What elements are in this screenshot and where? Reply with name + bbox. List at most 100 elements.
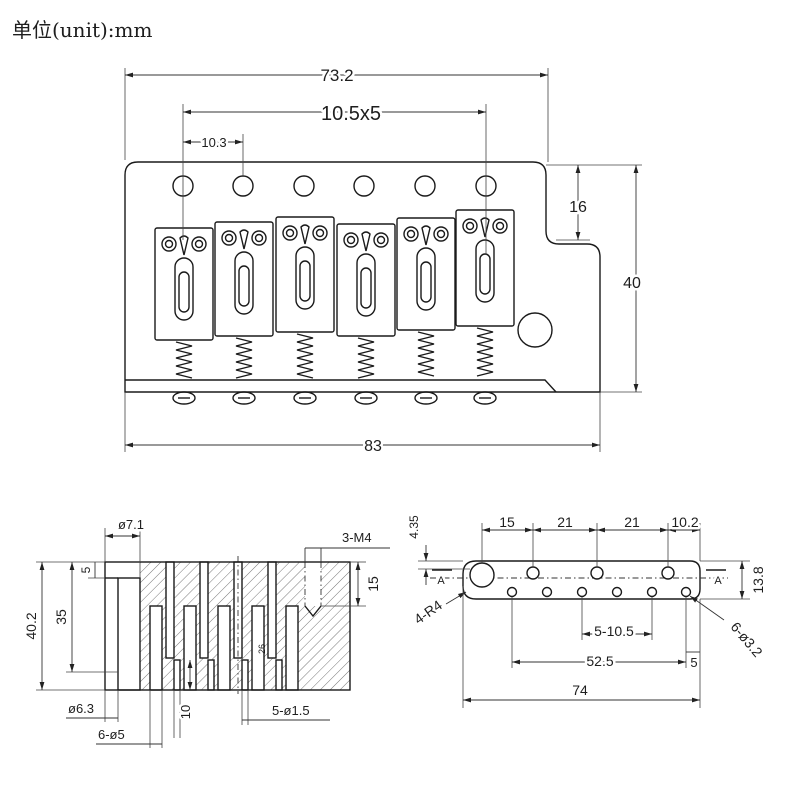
saddle-spring bbox=[476, 327, 494, 377]
dimension-top-bore: ø7.1 bbox=[104, 515, 147, 578]
dimension-label: 35 bbox=[53, 609, 69, 625]
height-screw-socket bbox=[285, 228, 295, 238]
saddle bbox=[275, 216, 335, 333]
saddle bbox=[154, 227, 214, 341]
height-screw bbox=[492, 218, 508, 234]
mounting-hole bbox=[293, 175, 315, 197]
dimension-label: 5-ø1.5 bbox=[272, 703, 310, 718]
small-hole-slot bbox=[241, 659, 249, 691]
string-hole bbox=[646, 586, 658, 598]
dimension-corner-radius: 4-R4 bbox=[408, 591, 467, 630]
small-hole-slot bbox=[207, 659, 215, 691]
saddle-body bbox=[275, 216, 335, 333]
height-screw-socket bbox=[164, 239, 174, 249]
saddle-spring bbox=[296, 333, 314, 379]
saddle-screw-hole bbox=[661, 566, 675, 580]
string-slot bbox=[149, 605, 163, 691]
dimension-hole-pitch: 5-10.5 bbox=[581, 597, 653, 642]
saddle-slot bbox=[295, 246, 315, 310]
dimension-hole-spacing-chain: 15 21 21 10.2 bbox=[481, 512, 701, 567]
dimension-label: 10.5x5 bbox=[321, 103, 381, 125]
dimension-thread: 3-M4 bbox=[304, 528, 390, 562]
mounting-hole bbox=[353, 175, 375, 197]
mounting-hole bbox=[414, 175, 436, 197]
dimension-label: 15 bbox=[499, 514, 515, 530]
dimension-label: 16 bbox=[569, 199, 587, 216]
string-notch bbox=[179, 235, 189, 256]
height-screw-socket bbox=[495, 221, 505, 231]
front-view: 73.2 10.5x5 10.3 16 40 bbox=[124, 64, 644, 458]
intonation-screw-head bbox=[172, 391, 196, 405]
side-view: ø7.1 3-M4 15 5 35 bbox=[21, 515, 390, 748]
dimension-bottom-bore: ø6.3 bbox=[66, 690, 119, 722]
string-notch bbox=[300, 224, 310, 245]
dimension-label: 6-ø5 bbox=[98, 727, 125, 742]
saddle bbox=[214, 221, 274, 337]
saddle-body bbox=[336, 223, 396, 337]
dimension-label: 5-10.5 bbox=[594, 623, 634, 639]
intonation-screw-head bbox=[473, 391, 497, 405]
saddle-screw-hole bbox=[590, 566, 604, 580]
saddle bbox=[455, 209, 515, 327]
dimension-string-holes: 6-ø5 bbox=[96, 690, 163, 748]
height-screw bbox=[433, 226, 449, 242]
height-screw bbox=[191, 236, 207, 252]
dimension-label: 3-M4 bbox=[342, 530, 372, 545]
height-screw-socket bbox=[376, 235, 386, 245]
saddle-body bbox=[396, 217, 456, 331]
string-notch bbox=[421, 225, 431, 246]
string-hole bbox=[506, 586, 518, 598]
dimension-label: 10.3 bbox=[201, 135, 226, 150]
bore-channel bbox=[117, 577, 141, 691]
dimension-top-lip: 5 bbox=[77, 562, 105, 579]
unit-label: 单位(unit):mm bbox=[12, 18, 153, 42]
top-view: 15 21 21 10.2 4.35 A A 13.8 4-R4 bbox=[405, 512, 769, 708]
saddle-spring bbox=[417, 331, 435, 377]
saddle-slot bbox=[416, 247, 436, 311]
height-screw-socket bbox=[224, 233, 234, 243]
slot-depth-label: 26 bbox=[257, 644, 267, 654]
dimension-label: 10.2 bbox=[671, 514, 698, 530]
intonation-screw-head bbox=[293, 391, 317, 405]
saddle-slot bbox=[356, 253, 376, 317]
height-screw bbox=[221, 230, 237, 246]
intonation-screw-head bbox=[414, 391, 438, 405]
pivot-hole bbox=[469, 562, 495, 588]
height-screw-socket bbox=[436, 229, 446, 239]
saddle bbox=[336, 223, 396, 337]
saddle-spring bbox=[235, 337, 253, 379]
saddle-body bbox=[154, 227, 214, 341]
saddle-slot-inner bbox=[299, 260, 311, 302]
saddle-spring bbox=[357, 337, 375, 379]
height-screw bbox=[312, 225, 328, 241]
height-screw-socket bbox=[346, 235, 356, 245]
dimension-hole-span: 73.2 bbox=[124, 64, 549, 162]
saddle-slot-inner bbox=[178, 271, 190, 313]
dimension-height: 40 bbox=[600, 165, 644, 393]
height-screw bbox=[282, 225, 298, 241]
string-notch bbox=[239, 229, 249, 250]
dimension-bore-depth: 35 bbox=[51, 562, 118, 673]
string-hole bbox=[611, 586, 623, 598]
string-slot bbox=[285, 605, 299, 691]
upper-slot bbox=[199, 561, 209, 659]
mounting-hole bbox=[232, 175, 254, 197]
height-screw bbox=[373, 232, 389, 248]
section-mark-right: A bbox=[714, 575, 722, 587]
saddle-slot-inner bbox=[420, 261, 432, 303]
height-screw bbox=[462, 218, 478, 234]
height-screw bbox=[251, 230, 267, 246]
saddle-slot bbox=[174, 257, 194, 321]
small-hole-slot bbox=[173, 659, 181, 691]
dimension-saddle-spacing: 10.5x5 bbox=[182, 101, 487, 255]
height-screw-socket bbox=[406, 229, 416, 239]
height-screw bbox=[343, 232, 359, 248]
dimension-hole-diameter: 6-ø3.2 bbox=[689, 595, 769, 663]
base-plate-outline bbox=[124, 161, 601, 393]
saddle-screw-hole bbox=[526, 566, 540, 580]
dimension-bottom-slot: 10 bbox=[173, 660, 196, 738]
saddle-body bbox=[455, 209, 515, 327]
mounting-holes bbox=[172, 175, 497, 197]
dimension-label: 52.5 bbox=[586, 653, 613, 669]
string-notch bbox=[361, 231, 371, 252]
